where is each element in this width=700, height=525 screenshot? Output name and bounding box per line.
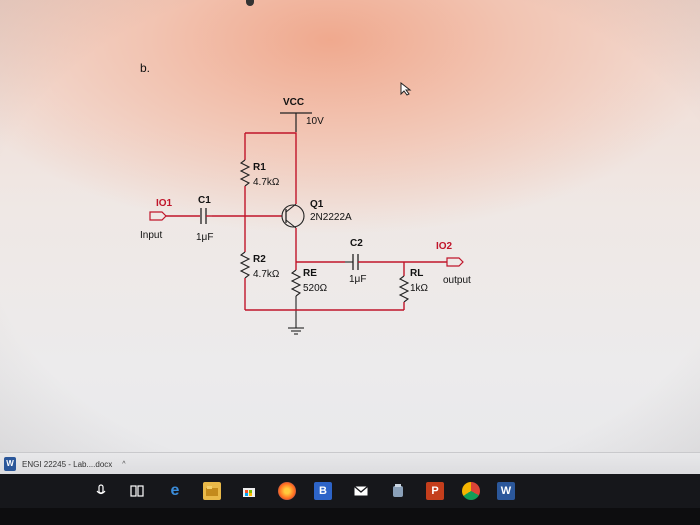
q1-transistor <box>281 204 305 228</box>
r1-name: R1 <box>253 162 266 173</box>
chrome-icon[interactable] <box>462 482 480 500</box>
wire-top <box>245 132 297 198</box>
c2-name: C2 <box>350 238 363 249</box>
io1-label: IO1 <box>156 198 173 209</box>
firefox-icon[interactable] <box>278 482 296 500</box>
b-app-icon[interactable]: B <box>314 482 332 500</box>
io2-label: IO2 <box>436 241 453 252</box>
r1-resistor <box>239 159 251 187</box>
r1-value: 4.7kΩ <box>253 177 280 188</box>
app-icon[interactable] <box>389 482 407 500</box>
taskbar: e B P W <box>0 474 700 508</box>
mic-icon[interactable] <box>92 482 110 500</box>
c2-value: 1μF <box>349 274 366 285</box>
q1-name: Q1 <box>310 199 324 210</box>
mouse-pointer-top <box>246 0 254 6</box>
r2-resistor <box>239 251 251 279</box>
mail-icon[interactable] <box>352 482 370 500</box>
rl-value: 1kΩ <box>410 283 429 294</box>
re-resistor <box>290 269 302 297</box>
input-label: Input <box>140 230 162 241</box>
q1-value: 2N2222A <box>310 212 352 223</box>
c1-value: 1μF <box>196 232 213 243</box>
output-label: output <box>443 275 471 286</box>
download-file-name: ENGI 22245 - Lab....docx <box>22 459 113 469</box>
input-port <box>149 211 167 221</box>
edge-icon[interactable]: e <box>170 482 180 499</box>
r2-value: 4.7kΩ <box>253 269 280 280</box>
vcc-label: VCC <box>283 97 304 108</box>
output-port <box>446 257 464 267</box>
powerpoint-icon[interactable]: P <box>426 482 444 500</box>
re-value: 520Ω <box>303 283 328 294</box>
download-item[interactable]: W ENGI 22245 - Lab....docx ^ <box>4 456 126 472</box>
monitor-bezel <box>0 508 700 525</box>
q1-emitter <box>285 219 297 229</box>
chevron-up-icon[interactable]: ^ <box>122 460 126 468</box>
rl-name: RL <box>410 268 423 279</box>
explorer-icon[interactable] <box>203 482 221 500</box>
rl-resistor <box>398 275 410 303</box>
word-document-icon: W <box>4 457 16 471</box>
mouse-cursor-icon <box>400 82 412 96</box>
download-bar: W ENGI 22245 - Lab....docx ^ <box>0 452 700 475</box>
task-view-icon[interactable] <box>128 482 146 500</box>
store-icon[interactable] <box>240 482 258 500</box>
problem-label: b. <box>140 61 151 75</box>
vcc-value: 10V <box>306 116 324 127</box>
re-name: RE <box>303 268 317 279</box>
r2-name: R2 <box>253 254 266 265</box>
word-icon[interactable]: W <box>497 482 515 500</box>
c1-name: C1 <box>198 195 211 206</box>
q1-collector <box>285 203 297 213</box>
